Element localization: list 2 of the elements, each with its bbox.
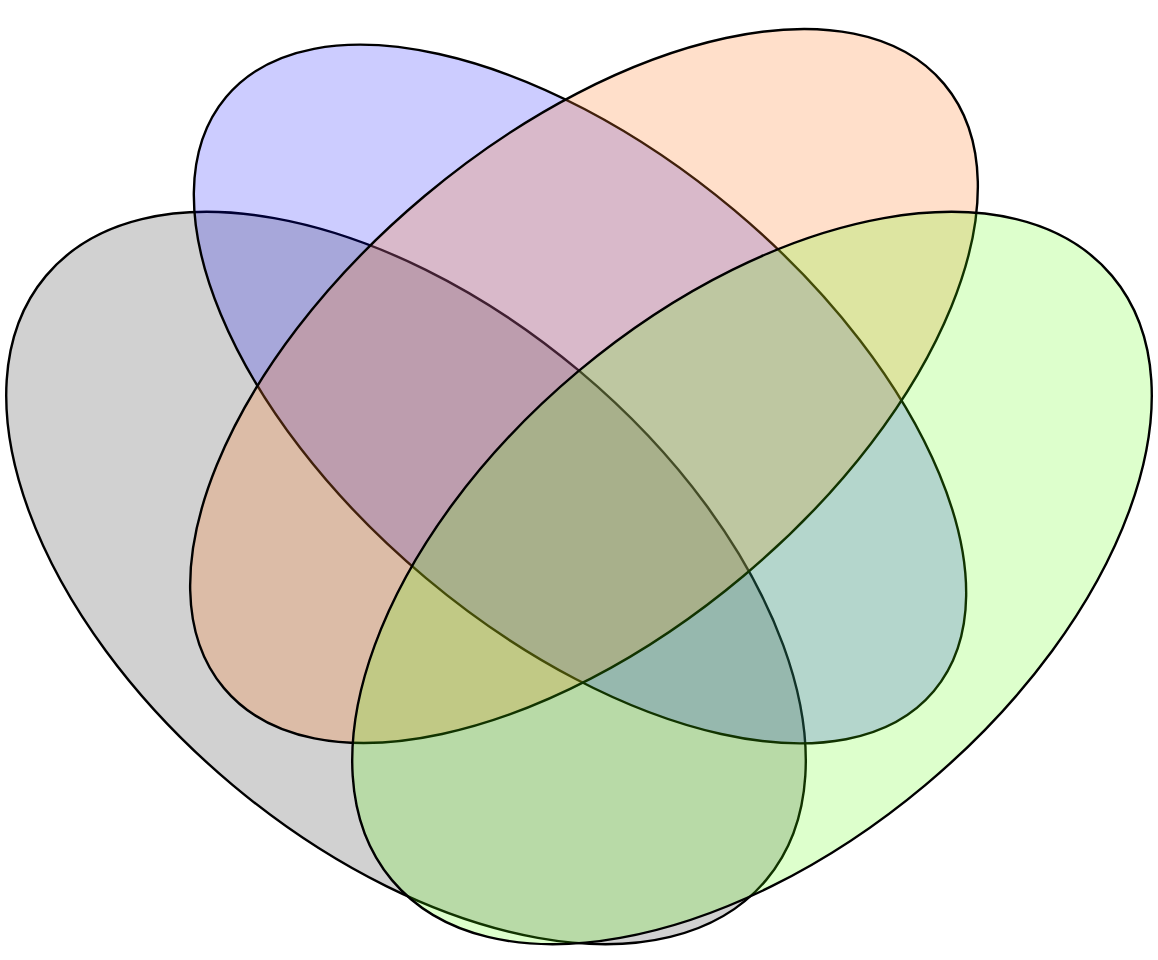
venn-ellipse	[351, 211, 1153, 945]
venn-ellipse	[5, 211, 807, 945]
